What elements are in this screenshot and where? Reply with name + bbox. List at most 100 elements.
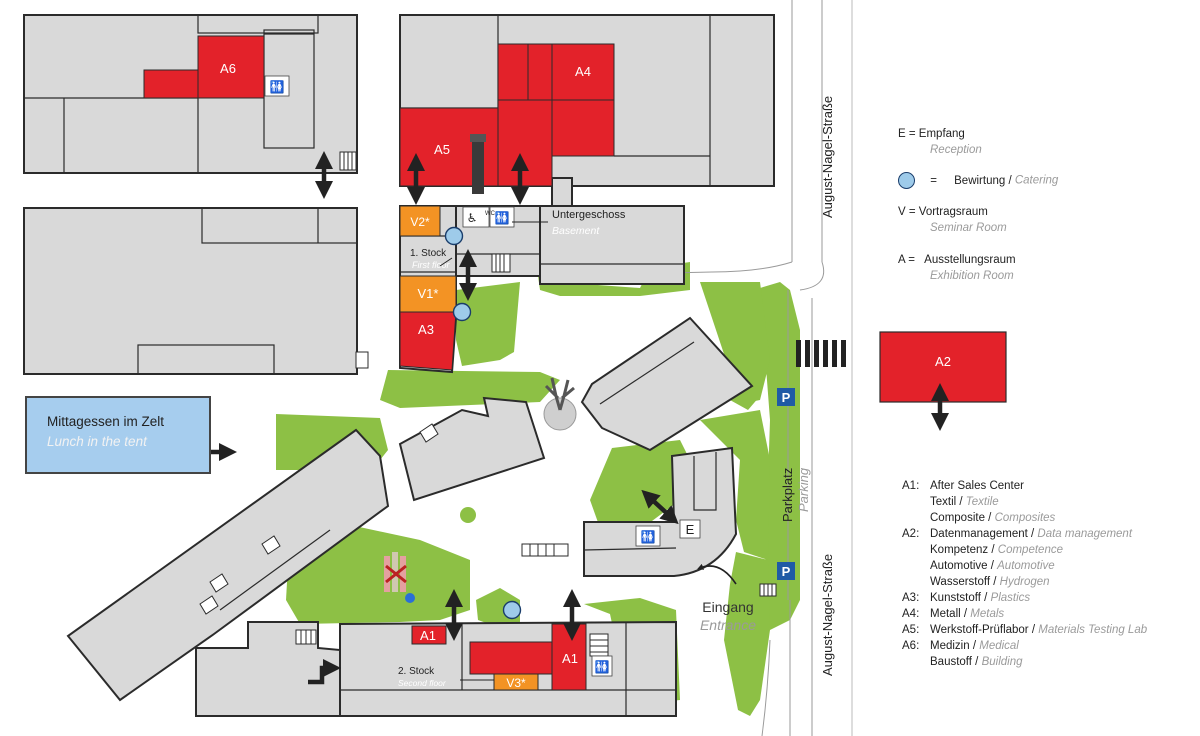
legend-area-en: Textile bbox=[965, 496, 999, 508]
catering-points bbox=[444, 226, 522, 620]
sculpture bbox=[543, 377, 577, 431]
label-a1-left: A1 bbox=[420, 628, 436, 643]
map-labels: A6 A4 A5 V2* 1. Stock First floor V1* A3… bbox=[220, 61, 951, 690]
building-central bbox=[398, 396, 546, 502]
legend-item-catering: = Bewirtung / Catering bbox=[898, 172, 1058, 206]
legend-area-line: A6:Medizin / Medical bbox=[902, 638, 1147, 654]
catering-dot-2 bbox=[452, 302, 472, 322]
building-diagonal bbox=[66, 428, 390, 702]
building-bottom-left bbox=[195, 621, 341, 717]
accessible-icon: ♿ bbox=[462, 206, 490, 228]
legend-en: Reception bbox=[930, 144, 982, 156]
label-reception: E bbox=[686, 522, 695, 537]
restroom-icons: 🚻 🚻 ♿ 🚻 🚻 bbox=[264, 75, 661, 677]
label-v1: V1* bbox=[418, 286, 439, 301]
legend-de: Empfang bbox=[918, 128, 965, 140]
svg-text:♿: ♿ bbox=[467, 211, 478, 225]
legend-area-line: A3:Kunststoff / Plastics bbox=[902, 590, 1147, 606]
label-entrance: Eingang bbox=[702, 599, 753, 615]
label-a4: A4 bbox=[575, 64, 591, 79]
legend-area-line: Textil / Textile bbox=[902, 494, 1147, 510]
legend-de: Vortragsraum bbox=[918, 206, 988, 218]
legend-area-code: A1: bbox=[902, 480, 920, 492]
legend-area-en: Plastics bbox=[990, 592, 1031, 604]
svg-text:🚻: 🚻 bbox=[595, 660, 610, 674]
legend-area-de: Composite / bbox=[930, 512, 992, 524]
building-angled-right bbox=[580, 316, 754, 452]
legend-area-en: Hydrogen bbox=[999, 576, 1050, 588]
entrance-arrow bbox=[697, 563, 737, 585]
svg-text:🚻: 🚻 bbox=[495, 211, 510, 225]
legend-area-line: Baustoff / Building bbox=[902, 654, 1147, 670]
legend-area-en: Automotive bbox=[997, 560, 1055, 572]
label-street-bottom: August-Nagel-Straße bbox=[820, 554, 835, 676]
label-parking-en: Parking bbox=[796, 467, 811, 512]
legend-area-en: Competence bbox=[997, 544, 1063, 556]
legend-area-de: Metall / bbox=[930, 608, 968, 620]
legend-area-en: Medical bbox=[979, 640, 1019, 652]
label-basement-en: Basement bbox=[552, 225, 600, 237]
legend-en: Seminar Room bbox=[930, 222, 1007, 234]
building-basement bbox=[539, 205, 685, 285]
crosswalk bbox=[796, 340, 846, 367]
arrow-reception bbox=[641, 489, 679, 525]
legend-area-de: Medizin / bbox=[930, 640, 977, 652]
room-v2 bbox=[399, 205, 441, 237]
legend-key: = bbox=[930, 174, 937, 187]
lunch-tent-label: Mittagessen im Zelt bbox=[47, 414, 165, 429]
legend-en: Catering bbox=[1014, 174, 1059, 187]
legend-key: E = bbox=[898, 128, 916, 140]
room-v3 bbox=[493, 673, 539, 691]
legend-area-en: Metals bbox=[970, 608, 1005, 620]
legend-area-line: Kompetenz / Competence bbox=[902, 542, 1147, 558]
legend-area-code: A5: bbox=[902, 624, 920, 636]
parking-icon bbox=[777, 388, 795, 406]
legend-area-de: Automotive / bbox=[930, 560, 994, 572]
restroom-icon: 🚻 bbox=[489, 206, 515, 228]
legend-item-exhibition: A = Ausstellungsraum Exhibition Room bbox=[898, 252, 1058, 284]
legend-item-seminar: V = Vortragsraum Seminar Room bbox=[898, 204, 1058, 236]
label-v2: V2* bbox=[410, 215, 430, 229]
legend-area-en: Data management bbox=[1037, 528, 1133, 540]
label-basement: Untergeschoss bbox=[552, 209, 626, 221]
legend-area-line: Automotive / Automotive bbox=[902, 558, 1147, 574]
catering-dot-1 bbox=[444, 226, 464, 246]
legend-area-en: Building bbox=[981, 656, 1023, 668]
streets bbox=[539, 0, 853, 736]
legend-area-line: A4:Metall / Metals bbox=[902, 606, 1147, 622]
label-a6: A6 bbox=[220, 61, 236, 76]
artwork bbox=[384, 552, 407, 592]
legend-area-de: Kunststoff / bbox=[930, 592, 988, 604]
label-parking: Parkplatz bbox=[780, 468, 795, 522]
label-entrance-en: Entrance bbox=[700, 617, 756, 633]
building-middle-left bbox=[23, 207, 358, 375]
parking-sign-1: P bbox=[782, 390, 791, 405]
lunch-tent-label-en: Lunch in the tent bbox=[47, 434, 147, 449]
legend-area-de: Kompetenz / bbox=[930, 544, 995, 556]
label-v3: V3* bbox=[506, 676, 526, 690]
parking-sign-2: P bbox=[782, 564, 791, 579]
restroom-icon: 🚻 bbox=[591, 655, 613, 677]
legend-area-de: Baustoff / bbox=[930, 656, 979, 668]
restroom-icon: 🚻 bbox=[635, 525, 661, 547]
svg-text:🚻: 🚻 bbox=[641, 530, 656, 544]
legend-area-de: Werkstoff-Prüflabor / bbox=[930, 624, 1036, 636]
legend-de: Ausstellungsraum bbox=[924, 254, 1016, 266]
restroom-icon: 🚻 bbox=[264, 75, 290, 97]
legend-area-de: Datenmanagement / bbox=[930, 528, 1035, 540]
legend-area-code: A2: bbox=[902, 528, 920, 540]
svg-text:🚻: 🚻 bbox=[270, 80, 285, 94]
catering-dot-icon bbox=[898, 172, 915, 189]
marker-dot bbox=[405, 593, 415, 603]
legend-area-line: Wasserstoff / Hydrogen bbox=[902, 574, 1147, 590]
wc-label: WC bbox=[485, 211, 496, 217]
label-a5: A5 bbox=[434, 142, 450, 157]
label-first-floor-en: First floor bbox=[412, 260, 451, 270]
legend-area-line: A2: Datenmanagement / Data management bbox=[902, 526, 1147, 542]
stairs bbox=[199, 151, 777, 657]
legend-area-de: Textil / bbox=[930, 496, 963, 508]
label-first-floor: 1. Stock bbox=[410, 248, 447, 259]
legend-key: V = bbox=[898, 206, 916, 218]
label-a2: A2 bbox=[935, 354, 951, 369]
